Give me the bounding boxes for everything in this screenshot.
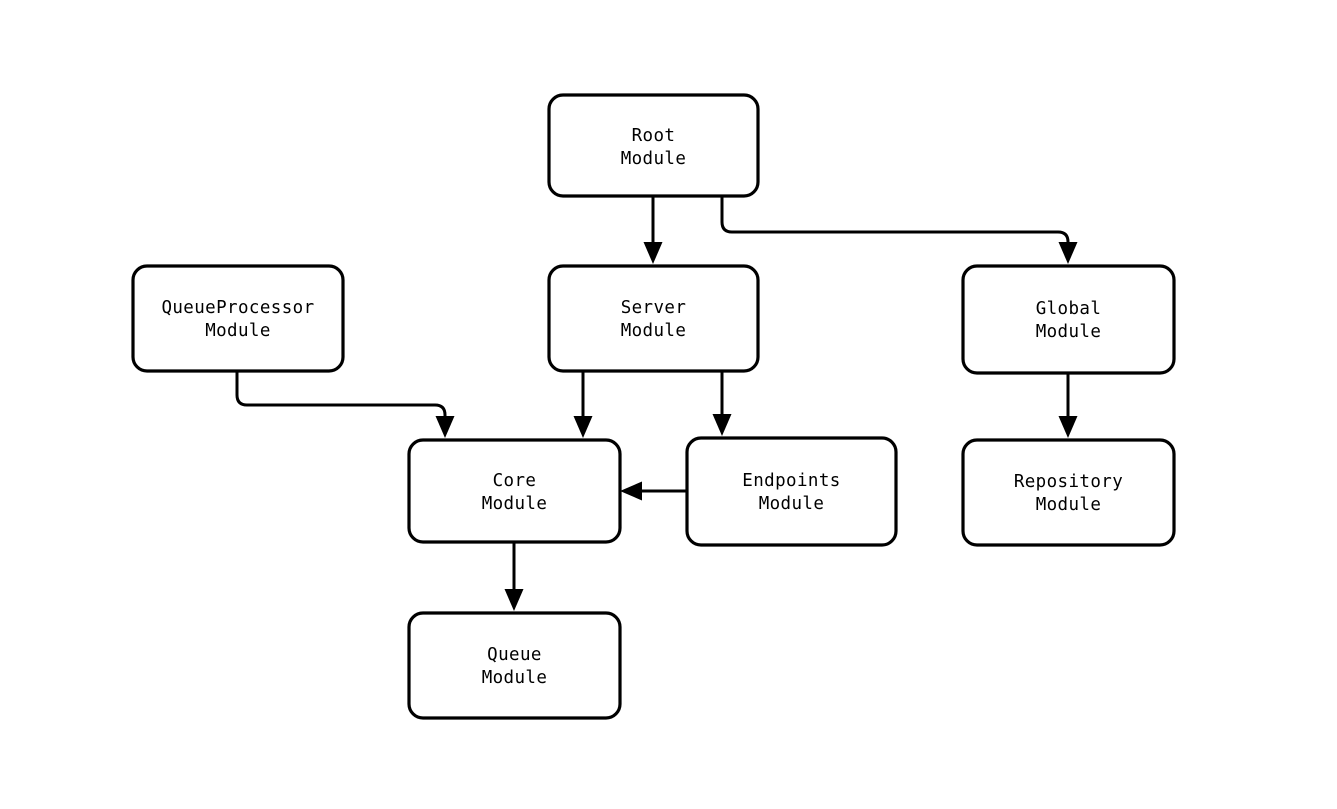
arrow-head-down-icon: [643, 242, 663, 264]
edge-root-to-server: [643, 196, 663, 264]
node-queueprocessor-label-line1: QueueProcessor: [161, 298, 314, 318]
arrow-head-down-icon: [1058, 242, 1078, 264]
node-root-label-line2: Module: [621, 149, 687, 169]
node-server-label-line1: Server: [621, 298, 687, 318]
edge-endpoints-to-core: [620, 481, 687, 501]
node-repository-label-line1: Repository: [1014, 472, 1123, 492]
node-root[interactable]: Root Module: [547, 93, 760, 198]
node-core-label-line1: Core: [493, 471, 537, 491]
edge-line: [235, 371, 447, 422]
node-server[interactable]: Server Module: [547, 264, 760, 373]
node-repository-label-line2: Module: [1036, 495, 1102, 515]
node-global-box[interactable]: [961, 264, 1176, 375]
edge-root-to-global: [720, 196, 1078, 264]
edge-line: [720, 196, 1070, 248]
edge-queueprocessor-to-core: [235, 371, 455, 438]
node-root-box[interactable]: [547, 93, 760, 198]
node-endpoints-label-line2: Module: [759, 494, 825, 514]
node-core[interactable]: Core Module: [407, 438, 622, 544]
node-root-label-line1: Root: [632, 126, 676, 146]
node-global-label-line1: Global: [1036, 299, 1102, 319]
arrow-head-down-icon: [1058, 416, 1078, 438]
node-server-label-line2: Module: [621, 321, 687, 341]
edge-global-to-repository: [1058, 373, 1078, 438]
arrow-head-down-icon: [435, 416, 455, 438]
node-queueprocessor-label-line2: Module: [205, 321, 271, 341]
node-queueprocessor[interactable]: QueueProcessor Module: [131, 264, 345, 373]
edge-core-to-queue: [504, 542, 524, 611]
node-core-label-line2: Module: [482, 494, 548, 514]
node-queueprocessor-box[interactable]: [131, 264, 345, 373]
node-endpoints[interactable]: Endpoints Module: [685, 436, 898, 547]
node-global[interactable]: Global Module: [961, 264, 1176, 375]
arrow-head-down-icon: [504, 589, 524, 611]
node-repository-box[interactable]: [961, 438, 1176, 547]
node-endpoints-label-line1: Endpoints: [742, 471, 840, 491]
node-server-box[interactable]: [547, 264, 760, 373]
node-global-label-line2: Module: [1036, 322, 1102, 342]
edge-server-to-endpoints: [712, 371, 732, 436]
arrow-head-down-icon: [712, 414, 732, 436]
node-queue[interactable]: Queue Module: [407, 611, 622, 720]
node-queue-box[interactable]: [407, 611, 622, 720]
node-queue-label-line2: Module: [482, 668, 548, 688]
arrow-head-down-icon: [573, 416, 593, 438]
node-endpoints-box[interactable]: [685, 436, 898, 547]
node-repository[interactable]: Repository Module: [961, 438, 1176, 547]
node-queue-label-line1: Queue: [487, 645, 542, 665]
arrow-head-left-icon: [620, 481, 642, 501]
edge-server-to-core: [573, 371, 593, 438]
node-core-box[interactable]: [407, 438, 622, 544]
